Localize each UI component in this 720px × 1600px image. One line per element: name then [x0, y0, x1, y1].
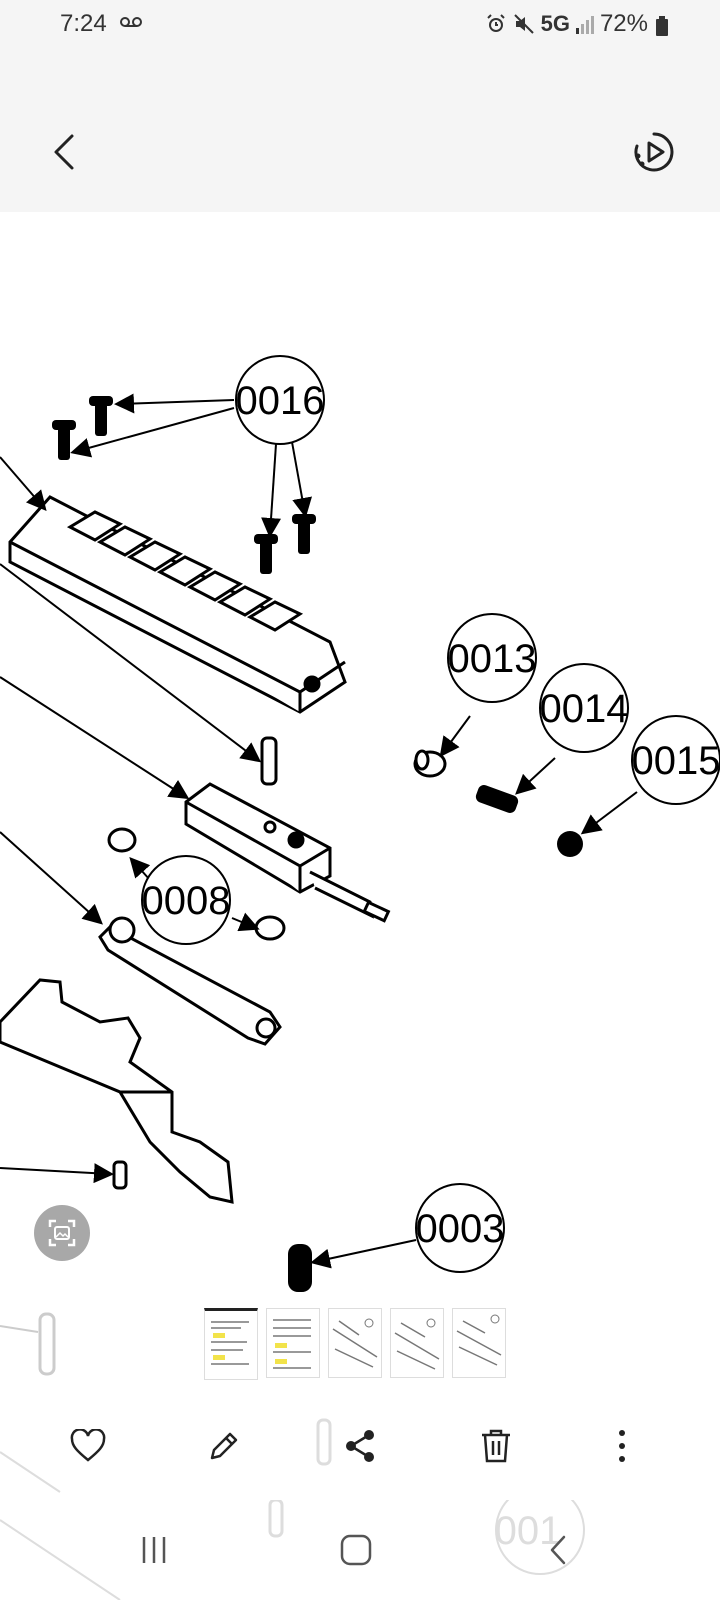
callout-0003: 0003 [415, 1183, 505, 1273]
svg-text:0003: 0003 [416, 1207, 505, 1251]
callout-0008: 0008 [141, 855, 231, 945]
share-icon [346, 1430, 374, 1462]
thumbnail-2[interactable] [266, 1308, 320, 1378]
scan-image-button[interactable] [34, 1205, 90, 1261]
background-diagram-fade-2 [0, 1418, 332, 1493]
voicemail-icon [120, 17, 142, 27]
spring-part [475, 785, 519, 813]
callout-0014: 0014 [539, 663, 629, 753]
ball-part [557, 831, 583, 857]
pin-part [260, 736, 278, 786]
motion-photo-play-icon [634, 132, 674, 172]
exploded-parts-diagram: 0016 0013 0014 0015 0008 0003 [0, 355, 720, 1292]
background-diagram-fade [0, 1312, 56, 1376]
viewer-top-bar [0, 52, 720, 212]
scan-image-icon [48, 1219, 76, 1247]
battery-level: 72% [599, 10, 648, 37]
callout-0013: 0013 [447, 613, 537, 703]
system-back-button[interactable] [528, 1524, 588, 1576]
signal-icon [575, 16, 594, 34]
lever-part [0, 978, 234, 1204]
home-icon [340, 1534, 372, 1566]
svg-text:0014: 0014 [540, 687, 629, 731]
share-button[interactable] [334, 1420, 386, 1472]
thumbnail-5[interactable] [452, 1308, 506, 1378]
motion-photo-button[interactable] [626, 124, 682, 180]
more-options-button[interactable] [596, 1420, 648, 1472]
svg-text:0015: 0015 [632, 739, 720, 783]
small-pin-part [112, 1160, 128, 1190]
ring-part [413, 749, 447, 778]
cap-part [288, 1244, 312, 1292]
recents-icon [142, 1537, 166, 1563]
heart-icon [70, 1429, 106, 1462]
image-viewer[interactable]: 0016 0013 0014 0015 0008 0003 [0, 212, 720, 1292]
home-button[interactable] [326, 1524, 386, 1576]
thumbnail-1[interactable] [204, 1308, 258, 1380]
pencil-icon [210, 1432, 238, 1460]
battery-icon [656, 16, 668, 36]
svg-text:0008: 0008 [142, 879, 231, 923]
network-label: 5G [540, 11, 570, 36]
screw-parts [52, 396, 316, 574]
svg-text:0016: 0016 [236, 379, 325, 423]
status-bar: 7:24 5G 72% [0, 0, 720, 52]
background-diagram-fade-3: 001 [0, 1500, 585, 1600]
edit-button[interactable] [198, 1420, 250, 1472]
delete-button[interactable] [470, 1420, 522, 1472]
chevron-left-icon [54, 134, 74, 170]
thumbnail-3[interactable] [328, 1308, 382, 1378]
callout-0015: 0015 [631, 715, 720, 805]
svg-text:0013: 0013 [448, 637, 537, 681]
status-time: 7:24 [60, 10, 107, 37]
link-arm-part [98, 916, 282, 1046]
more-vertical-icon [619, 1430, 625, 1462]
recents-button[interactable] [124, 1524, 184, 1576]
viewer-action-bar [0, 1392, 720, 1500]
callout-0016: 0016 [235, 355, 325, 445]
mute-icon [513, 14, 534, 34]
trash-icon [482, 1429, 510, 1463]
navigation-bar: 001 [0, 1500, 720, 1600]
status-icons: 5G 72% [485, 10, 648, 38]
favorite-button[interactable] [62, 1420, 114, 1472]
washer-parts [107, 827, 286, 941]
thumbnail-4[interactable] [390, 1308, 444, 1378]
thumbnail-strip [0, 1292, 720, 1392]
alarm-icon [486, 14, 505, 32]
rail-part [8, 495, 347, 714]
back-icon [550, 1535, 566, 1565]
back-button[interactable] [44, 130, 88, 174]
svg-text:001: 001 [495, 1509, 562, 1553]
block-part [184, 782, 391, 923]
